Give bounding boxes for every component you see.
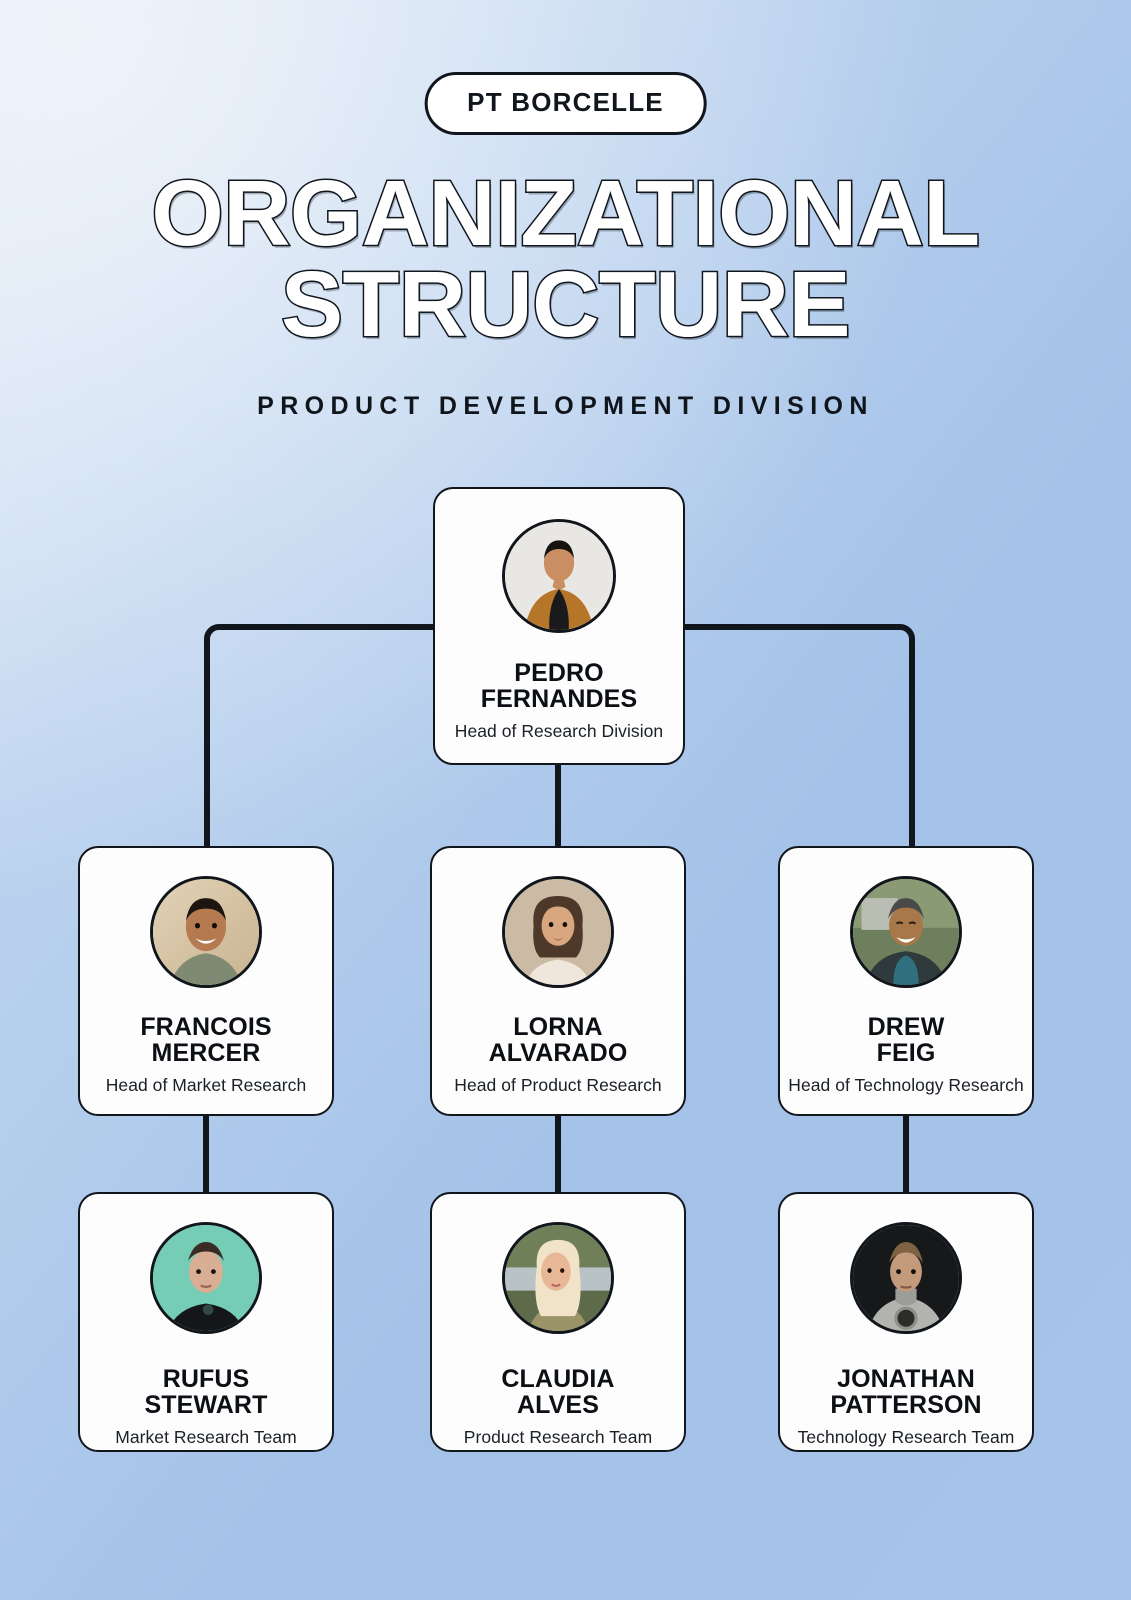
org-card-stewart[interactable]: RUFUS STEWART Market Research Team [78,1192,334,1452]
person-role: Technology Research Team [797,1427,1015,1447]
page-subtitle: PRODUCT DEVELOPMENT DIVISION [257,392,874,420]
person-name: LORNA ALVARADO [488,1013,628,1067]
avatar [150,1222,262,1334]
page-title-line-2: STRUCTURE [280,252,853,357]
org-card-alves[interactable]: CLAUDIA ALVES Product Research Team [430,1192,686,1452]
person-role: Head of Market Research [105,1075,307,1095]
org-card-alvarado[interactable]: LORNA ALVARADO Head of Product Research [430,846,686,1116]
avatar [502,519,616,633]
avatar [502,1222,614,1334]
person-name: JONATHAN PATTERSON [830,1365,982,1419]
page-title-line-1: ORGANIZATIONAL [150,161,982,265]
org-card-mercer[interactable]: FRANCOIS MERCER Head of Market Research [78,846,334,1116]
person-name: FRANCOIS MERCER [140,1013,272,1067]
person-name: RUFUS STEWART [144,1365,268,1419]
org-card-patterson[interactable]: JONATHAN PATTERSON Technology Research T… [778,1192,1034,1452]
edge-root-to-mercer [204,624,433,846]
avatar [502,876,614,988]
avatar [850,876,962,988]
person-name: PEDRO FERNANDES [480,659,638,713]
person-role: Head of Research Division [454,721,664,741]
avatar [150,876,262,988]
person-role: Head of Technology Research [788,1075,1024,1095]
org-card-feig[interactable]: DREW FEIG Head of Technology Research [778,846,1034,1116]
person-role: Head of Product Research [454,1075,662,1095]
edge-root-to-feig [685,624,915,846]
page-title: ORGANIZATIONAL STRUCTURE [0,165,1131,357]
person-role: Market Research Team [115,1427,297,1447]
person-role: Product Research Team [463,1427,653,1447]
avatar [850,1222,962,1334]
person-name: DREW FEIG [867,1013,945,1067]
brand-badge: PT BORCELLE [424,72,707,135]
person-name: CLAUDIA ALVES [501,1365,615,1419]
org-card-root[interactable]: PEDRO FERNANDES Head of Research Divisio… [433,487,685,765]
